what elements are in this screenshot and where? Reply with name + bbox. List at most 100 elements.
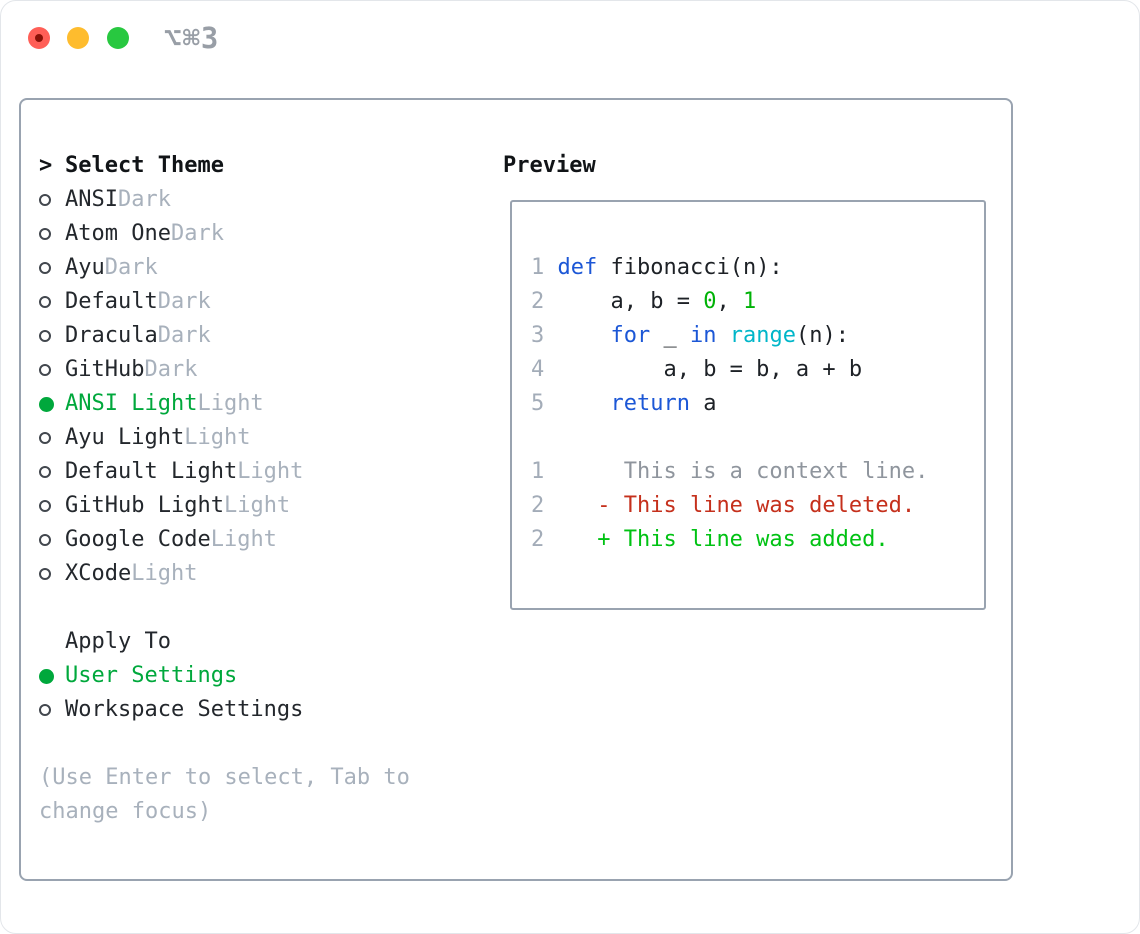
preview-line: 1 def fibonacci(n): — [531, 251, 984, 285]
theme-variant-tag: Light — [131, 561, 198, 586]
close-button[interactable] — [28, 27, 50, 49]
theme-option-xcode[interactable]: XCode Light — [39, 557, 439, 591]
preview-line: 2 a, b = 0, 1 — [531, 285, 984, 319]
code-token — [716, 323, 729, 348]
radio-selected-icon — [39, 396, 54, 412]
theme-option-dracula[interactable]: Dracula Dark — [39, 319, 439, 353]
line-number: 1 — [531, 459, 558, 484]
theme-variant-tag: Dark — [144, 357, 198, 382]
preview-line: 5 return a — [531, 387, 984, 421]
code-token: (n): — [795, 323, 849, 348]
theme-name: Dracula — [65, 323, 158, 348]
code-token: def — [557, 255, 598, 280]
radio-icon — [39, 228, 51, 240]
code-token: 0 — [703, 289, 717, 314]
theme-variant-tag: Dark — [104, 255, 158, 280]
theme-name: ANSI Light — [65, 391, 198, 416]
cursor-icon: > — [39, 153, 53, 178]
line-number: 1 — [531, 255, 558, 280]
radio-icon — [39, 500, 51, 512]
radio-icon — [39, 568, 51, 580]
code-token: + This line was added. — [557, 527, 889, 552]
line-number: 4 — [531, 357, 558, 382]
theme-variant-tag: Light — [184, 425, 251, 450]
theme-variant-tag: Dark — [170, 221, 224, 246]
theme-option-atom-one[interactable]: Atom One Dark — [39, 217, 439, 251]
theme-option-ayu[interactable]: Ayu Dark — [39, 251, 439, 285]
theme-option-google-code[interactable]: Google Code Light — [39, 523, 439, 557]
preview-heading: Preview — [503, 153, 596, 178]
preview-line: 2 - This line was deleted. — [531, 489, 984, 523]
theme-name: XCode — [65, 561, 132, 586]
spacer — [39, 591, 439, 625]
code-token: fibonacci(n): — [597, 255, 783, 280]
theme-option-default-light[interactable]: Default Light Light — [39, 455, 439, 489]
line-number: 3 — [531, 323, 558, 348]
theme-name: Ayu — [65, 255, 105, 280]
code-token: in — [689, 323, 717, 348]
theme-name: Default — [65, 289, 158, 314]
theme-name: Atom One — [65, 221, 171, 246]
spacer — [39, 727, 439, 761]
code-token: , — [716, 289, 743, 314]
code-token: a — [689, 391, 717, 416]
code-token: a, b = b, a + b — [557, 357, 863, 382]
radio-icon — [39, 364, 51, 376]
radio-icon — [39, 534, 51, 546]
radio-selected-icon — [39, 668, 54, 684]
line-number — [531, 425, 558, 450]
code-token: a, b = — [557, 289, 704, 314]
theme-option-ayu-light[interactable]: Ayu Light Light — [39, 421, 439, 455]
apply-option-workspace-settings[interactable]: Workspace Settings — [39, 693, 439, 727]
apply-option-label: User Settings — [65, 663, 238, 688]
theme-name: ANSI — [65, 187, 118, 212]
theme-name: GitHub Light — [65, 493, 224, 518]
preview-line: 3 for _ in range(n): — [531, 319, 984, 353]
code-token: return — [610, 391, 690, 416]
radio-icon — [39, 466, 51, 478]
theme-variant-tag: Light — [223, 493, 291, 518]
code-token: range — [729, 323, 796, 348]
theme-name: Ayu Light — [65, 425, 185, 450]
theme-name: Default Light — [65, 459, 238, 484]
preview-line: 1 This is a context line. — [531, 455, 984, 489]
line-number: 2 — [531, 527, 558, 552]
theme-option-ansi-light[interactable]: ANSI Light Light — [39, 387, 439, 421]
apply-option-label: Workspace Settings — [65, 697, 304, 722]
radio-icon — [39, 296, 51, 308]
code-token: This is a context line. — [557, 459, 929, 484]
code-token — [558, 391, 611, 416]
apply-option-user-settings[interactable]: User Settings — [39, 659, 439, 693]
window-title: ⌥⌘3 — [164, 21, 220, 55]
theme-variant-tag: Light — [237, 459, 304, 484]
apply-to-heading: Apply To — [39, 625, 439, 659]
theme-option-github[interactable]: GitHub Dark — [39, 353, 439, 387]
theme-option-ansi[interactable]: ANSI Dark — [39, 183, 439, 217]
radio-icon — [39, 194, 51, 206]
theme-name: GitHub — [65, 357, 145, 382]
theme-variant-tag: Dark — [157, 323, 211, 348]
theme-option-github-light[interactable]: GitHub Light Light — [39, 489, 439, 523]
zoom-button[interactable] — [107, 27, 129, 49]
radio-icon — [39, 704, 51, 716]
theme-option-default[interactable]: Default Dark — [39, 285, 439, 319]
code-token: for — [610, 323, 651, 348]
preview-line — [531, 421, 984, 455]
theme-variant-tag: Light — [210, 527, 277, 552]
code-token: - This line was deleted. — [557, 493, 916, 518]
close-dot-icon — [35, 34, 43, 42]
theme-variant-tag: Dark — [157, 289, 211, 314]
radio-icon — [39, 330, 51, 342]
line-number: 2 — [531, 289, 558, 314]
select-theme-heading: > Select Theme — [39, 149, 439, 183]
line-number: 2 — [531, 493, 558, 518]
keyboard-hint: (Use Enter to select, Tab to change focu… — [39, 765, 410, 824]
theme-variant-tag: Light — [197, 391, 264, 416]
code-token: 1 — [742, 289, 757, 314]
minimize-button[interactable] — [67, 27, 89, 49]
